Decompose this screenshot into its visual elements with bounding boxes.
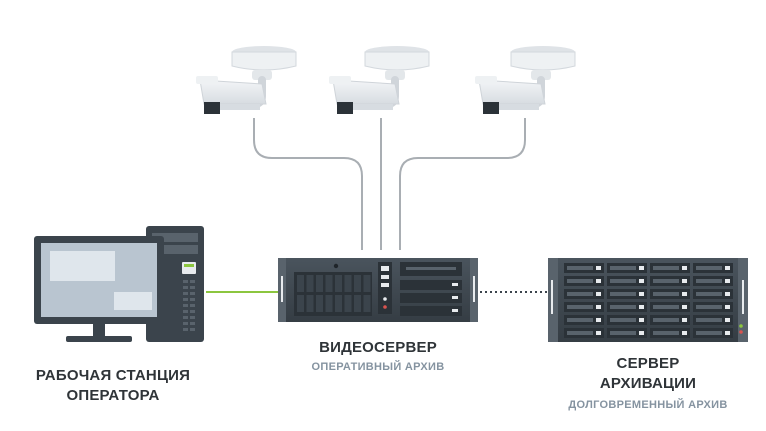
workstation-label: РАБОЧАЯ СТАНЦИЯ ОПЕРАТОРА <box>18 366 208 406</box>
camera-cable-right <box>399 118 526 250</box>
camera-icon <box>475 46 576 114</box>
camera-icon <box>329 46 430 114</box>
camera-icon <box>196 46 297 114</box>
workstation-title-line1: РАБОЧАЯ СТАНЦИЯ <box>35 367 191 384</box>
storage-array-icon <box>548 258 748 342</box>
camera-cables <box>253 118 526 250</box>
archive-title-line1: СЕРВЕР <box>616 355 680 372</box>
videoserver-subtitle: ОПЕРАТИВНЫЙ АРХИВ <box>311 361 445 373</box>
archive-title-line2: АРХИВАЦИИ <box>599 375 697 392</box>
videoserver-title: ВИДЕОСЕРВЕР <box>319 339 437 356</box>
workstation-title-line2: ОПЕРАТОРА <box>66 387 160 404</box>
archive-subtitle: ДОЛГОВРЕМЕННЫЙ АРХИВ <box>568 399 728 411</box>
monitor-icon <box>34 236 164 342</box>
archive-server-label: СЕРВЕР АРХИВАЦИИ ДОЛГОВРЕМЕННЫЙ АРХИВ <box>548 354 748 412</box>
cameras <box>196 46 576 114</box>
camera-cable-left <box>253 118 363 250</box>
rack-server-icon <box>278 258 478 322</box>
videoserver-label: ВИДЕОСЕРВЕР ОПЕРАТИВНЫЙ АРХИВ <box>278 338 478 374</box>
